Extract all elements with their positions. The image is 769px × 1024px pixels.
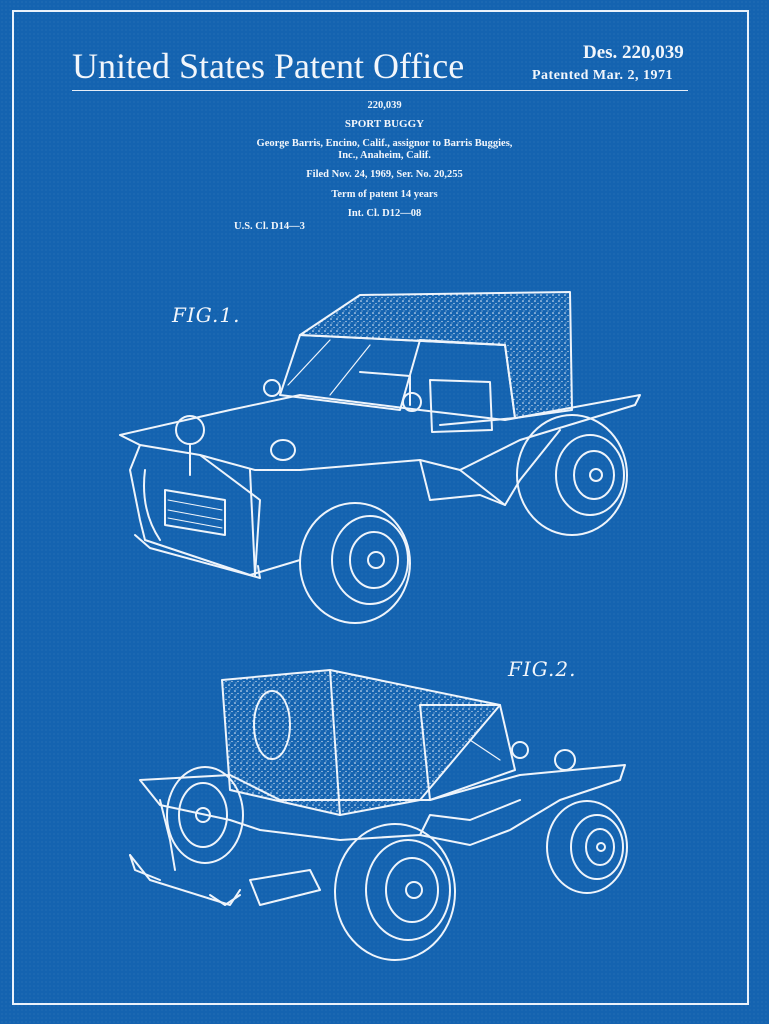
design-number: Des. 220,039 — [583, 42, 684, 63]
fig-1-label: FIG.1. — [172, 303, 241, 327]
us-cl-line: U.S. Cl. D14—3 — [234, 221, 305, 232]
inventor-line-2: Inc., Anaheim, Calif. — [338, 150, 431, 161]
patent-office-heading: United States Patent Office — [72, 46, 465, 86]
term-line: Term of patent 14 years — [331, 189, 438, 200]
patent-number: 220,039 — [367, 100, 402, 111]
patented-date: Patented Mar. 2, 1971 — [532, 68, 674, 83]
header-rule — [72, 90, 688, 91]
patent-title: SPORT BUGGY — [344, 118, 425, 130]
int-cl-line: Int. Cl. D12—08 — [347, 208, 422, 219]
filed-line: Filed Nov. 24, 1969, Ser. No. 20,255 — [306, 169, 463, 180]
frame-border — [12, 10, 749, 1005]
fig-2-label: FIG.2. — [508, 657, 577, 681]
inventor-line-1: George Barris, Encino, Calif., assignor … — [256, 138, 513, 149]
